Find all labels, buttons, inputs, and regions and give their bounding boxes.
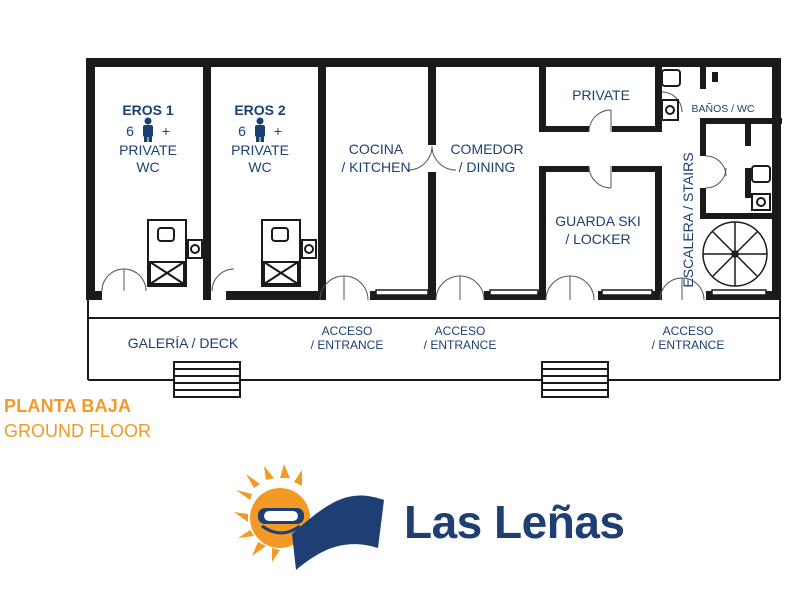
entrance-2-line1: ACCESO <box>435 324 486 338</box>
deck-steps-right <box>541 361 609 398</box>
doors <box>101 91 727 301</box>
floor-subtitle: GROUND FLOOR <box>4 421 152 441</box>
room-stairs: ESCALERA / STAIRS <box>680 152 696 287</box>
room-deck: GALERÍA / DECK <box>128 335 239 351</box>
entrance-2-line2: / ENTRANCE <box>424 338 497 352</box>
deck-steps-left <box>173 361 241 398</box>
room-eros1-line1: PRIVATE <box>119 142 177 158</box>
person-icon <box>143 117 153 142</box>
room-eros2-name: EROS 2 <box>234 102 286 118</box>
room-eros1-plus: + <box>162 123 170 139</box>
sun-skier-logo-icon <box>234 464 384 570</box>
room-kitchen-line1: COCINA <box>349 141 404 157</box>
entrance-3-line2: / ENTRANCE <box>652 338 725 352</box>
room-private: PRIVATE <box>572 87 630 103</box>
wc-fixtures <box>661 69 771 211</box>
eros1-bathroom <box>147 219 203 287</box>
eros2-bathroom <box>261 219 317 287</box>
room-eros2-plus: + <box>274 123 282 139</box>
room-banos: BAÑOS / WC <box>691 102 754 115</box>
walls <box>86 58 782 300</box>
floor-title: PLANTA BAJA <box>4 396 132 416</box>
room-eros1-name: EROS 1 <box>122 102 174 118</box>
room-locker-line2: / LOCKER <box>565 231 630 247</box>
person-icon <box>255 117 265 142</box>
entrance-1-line2: / ENTRANCE <box>311 338 384 352</box>
spiral-stairs-icon <box>702 221 768 287</box>
entrance-3-line1: ACCESO <box>663 324 714 338</box>
room-eros2-capacity: 6 <box>238 123 246 139</box>
room-eros2-line1: PRIVATE <box>231 142 289 158</box>
room-kitchen-line2: / KITCHEN <box>341 159 410 175</box>
room-locker-line1: GUARDA SKI <box>555 213 641 229</box>
brand-name: Las Leñas <box>404 496 625 548</box>
room-eros2-line2: WC <box>248 159 271 175</box>
sliding-doors <box>375 289 767 296</box>
room-dining-line2: / DINING <box>459 159 516 175</box>
room-eros1-capacity: 6 <box>126 123 134 139</box>
room-eros1-line2: WC <box>136 159 159 175</box>
entrance-1-line1: ACCESO <box>322 324 373 338</box>
room-dining-line1: COMEDOR <box>450 141 523 157</box>
